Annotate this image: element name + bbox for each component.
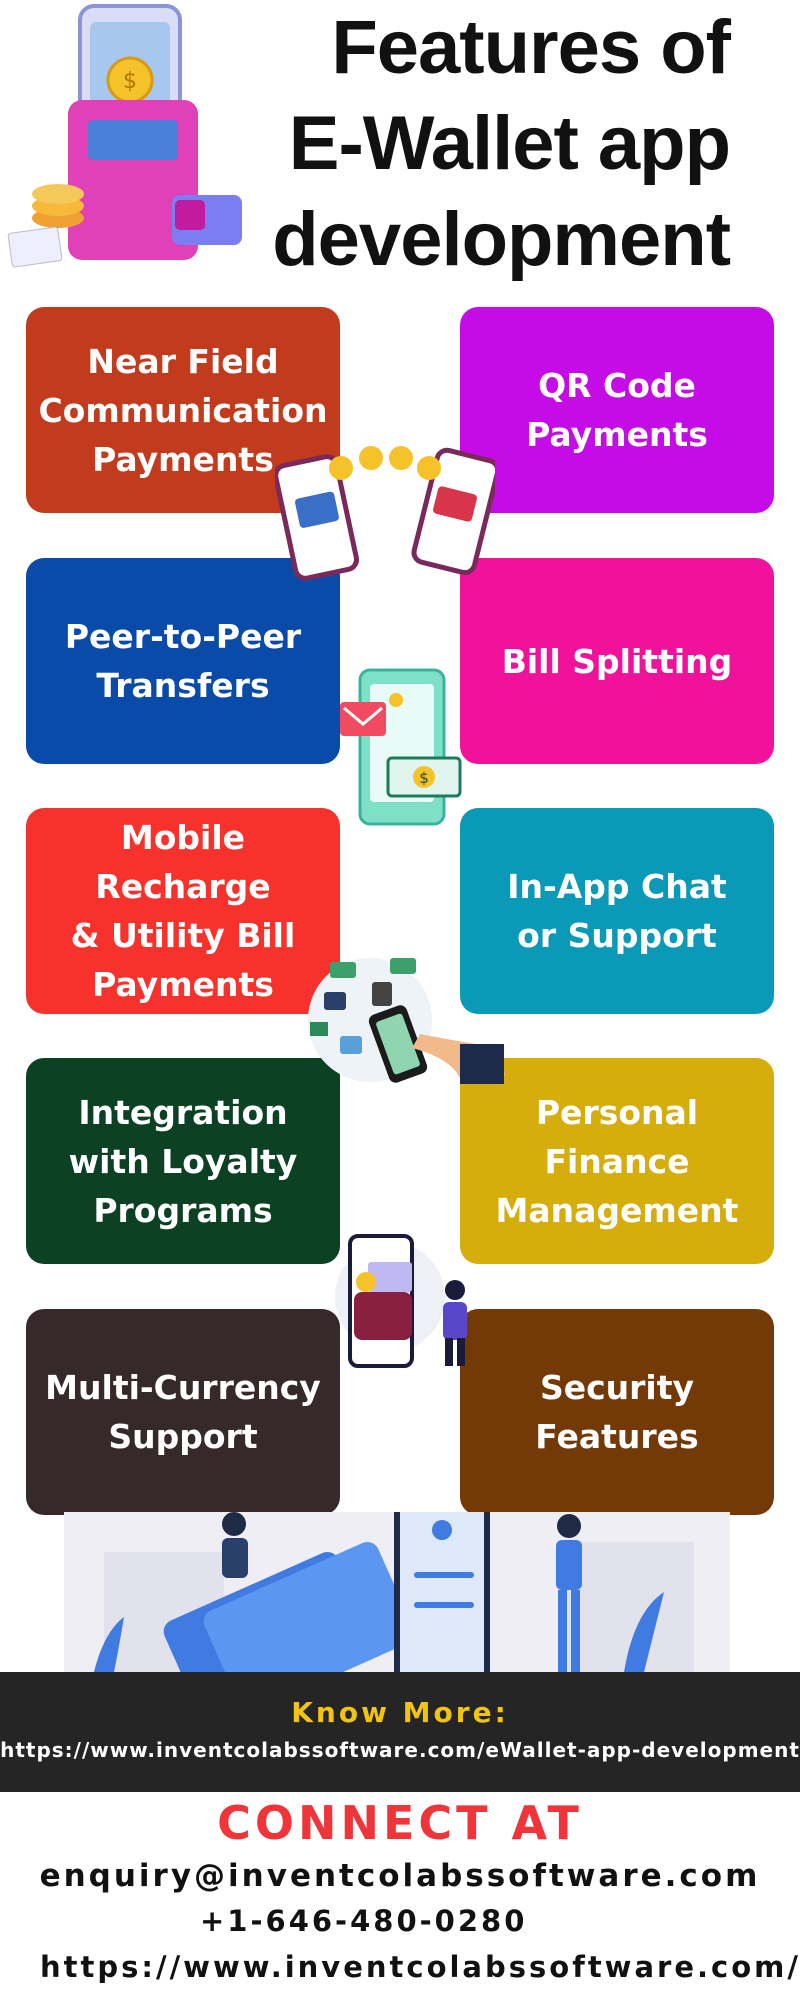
feature-p2p-label: Peer-to-Peer Transfers [64, 617, 302, 705]
feature-bill-splitting: Bill Splitting [460, 558, 774, 764]
feature-loyalty-label: Integration with Loyalty Programs [68, 1092, 298, 1230]
page-title: Features of E-Wallet app development [170, 0, 731, 288]
know-more-link[interactable]: https://www.inventcolabssoftware.com/eWa… [0, 1738, 800, 1762]
mobile-money-transfer-illustration: $ [330, 668, 470, 828]
feature-mobile-recharge: Mobile Recharge & Utility Bill Payments [26, 808, 340, 1014]
contact-email-link[interactable]: enquiry@inventcolabssoftware.com [39, 1858, 761, 1894]
contact-phone-link[interactable]: +1-646-480-0280 [200, 1904, 528, 1938]
feature-recharge-label: Mobile Recharge & Utility Bill Payments [70, 818, 296, 1004]
feature-p2p-transfers: Peer-to-Peer Transfers [26, 558, 340, 764]
feature-in-app-chat: In-App Chat or Support [460, 808, 774, 1014]
know-more-banner: Know More: https://www.inventcolabssoftw… [0, 1672, 800, 1792]
title-line-2: E-Wallet app [288, 101, 731, 186]
feature-security: Security Features [460, 1309, 774, 1515]
wallet-phone-illustration: $ [0, 0, 250, 280]
feature-qr-label: QR Code Payments [526, 366, 708, 454]
wallet-phone-person-illustration [330, 1232, 480, 1372]
title-line-3: development [272, 197, 731, 282]
contact-website-link[interactable]: https://www.inventcolabssoftware.com/ [40, 1950, 800, 1984]
svg-text:$: $ [123, 69, 137, 94]
feature-bill-split-label: Bill Splitting [501, 641, 733, 681]
phones-exchanging-coins-illustration [273, 440, 501, 585]
feature-loyalty-integration: Integration with Loyalty Programs [26, 1058, 340, 1264]
title-line-1: Features of [331, 5, 731, 90]
feature-personal-finance: Personal Finance Management [460, 1058, 774, 1264]
people-with-cards-illustration [64, 1512, 730, 1723]
feature-currency-label: Multi-Currency Support [45, 1368, 321, 1456]
know-more-label: Know More: [291, 1696, 509, 1729]
feature-chat-label: In-App Chat or Support [507, 867, 727, 955]
feature-qr-payments: QR Code Payments [460, 307, 774, 513]
feature-security-label: Security Features [535, 1368, 699, 1456]
feature-finance-label: Personal Finance Management [495, 1092, 739, 1230]
hand-holding-phone-illustration [300, 948, 510, 1108]
svg-text:$: $ [419, 769, 429, 787]
feature-nfc-label: Near Field Communication Payments [38, 341, 328, 479]
feature-multi-currency: Multi-Currency Support [26, 1309, 340, 1515]
connect-heading: CONNECT AT [217, 1796, 583, 1850]
